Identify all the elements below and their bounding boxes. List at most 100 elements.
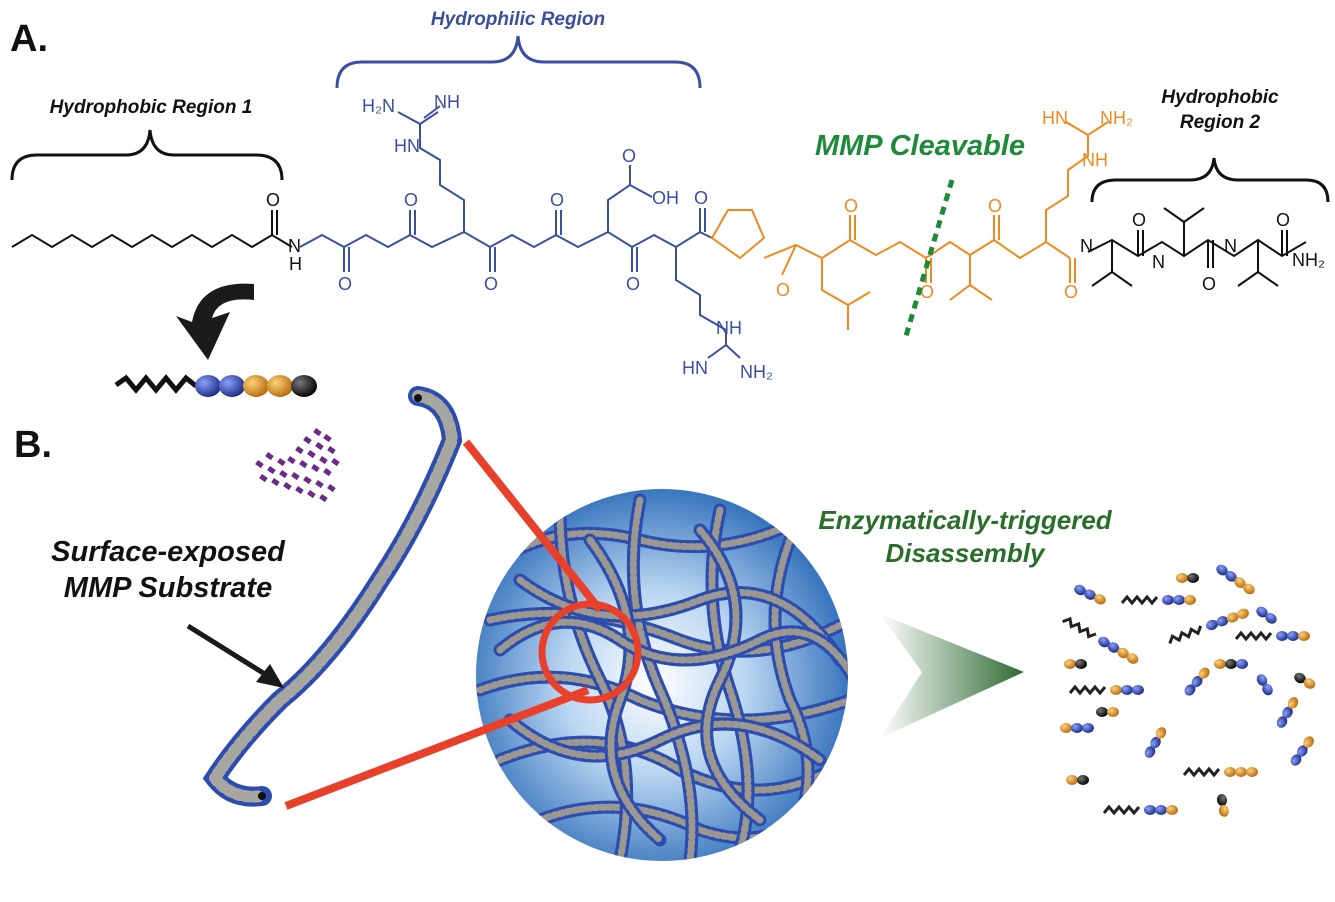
monomer-bead (1166, 805, 1178, 815)
monomer (1144, 727, 1167, 758)
monomer-bead (1287, 697, 1299, 709)
guanidine-bond-orange (1065, 121, 1089, 136)
monomer-bead (1262, 683, 1273, 696)
leucine-branch (847, 291, 871, 306)
nh-bottom: NH (716, 318, 742, 338)
heart-dot (323, 468, 332, 477)
atom-labels-black: O N H O O O N N N NH₂ (266, 190, 1325, 294)
cleavage-site-line (903, 179, 955, 337)
monomer-bead (1064, 659, 1076, 669)
monomer-bead (1243, 583, 1255, 595)
monomer-bead (1216, 616, 1229, 627)
heart-dot (313, 428, 322, 437)
heart-dot (319, 494, 328, 503)
monomer-bead (1098, 636, 1110, 648)
heart-dot (327, 483, 336, 493)
atom-o: O (622, 146, 636, 166)
heart-dot (291, 472, 300, 481)
heart-dot (315, 480, 324, 489)
monomer-bead (1121, 685, 1133, 695)
heart-dot (311, 464, 320, 473)
chevron-arrow-icon (880, 614, 1024, 738)
monomer-bead (1290, 754, 1302, 766)
surface-fiber-stripe (207, 390, 459, 803)
sphere-fiber-stripe (476, 673, 848, 724)
monomer-tail (1182, 766, 1221, 778)
monomers (1060, 564, 1316, 817)
atom-o: O (484, 274, 498, 294)
monomer-bead (1077, 775, 1089, 785)
monomer-bead (1176, 573, 1188, 583)
heart-dot (267, 466, 276, 475)
monomer-bead (1276, 716, 1288, 728)
trigger-line2: Disassembly (885, 537, 1045, 568)
sphere-fiber-stripe (771, 536, 812, 824)
atom-o: O (988, 196, 1002, 216)
monomer-bead (1298, 631, 1310, 641)
surface-line2: MMP Substrate (63, 572, 273, 605)
hydrophobic1-bracket (10, 129, 284, 181)
monomer (1294, 672, 1316, 689)
lens-line-top (462, 439, 604, 613)
monomer-tail (1102, 804, 1141, 816)
atom-n: N (1152, 252, 1165, 272)
cleavable-carbonyls (781, 215, 1076, 283)
atom-h: H (289, 254, 302, 274)
monomer-bead (1276, 631, 1288, 641)
bead-chain (195, 375, 317, 397)
panel-a-label: A. (10, 18, 48, 60)
monomer-bead (1155, 805, 1167, 815)
guanidine-bond-3 (707, 344, 727, 359)
monomer-bead (1150, 736, 1161, 749)
monomer-tail (1062, 616, 1097, 639)
hydrophilic-backbone (299, 230, 713, 249)
monomer (1216, 564, 1255, 595)
hydrophilic-region-label: Hydrophilic Region (430, 9, 606, 30)
monomer-bead (1235, 767, 1247, 777)
heart-dot (323, 434, 332, 443)
monomer-bead (1096, 707, 1108, 717)
atom-o: O (626, 274, 640, 294)
monomer-bead (1256, 674, 1268, 686)
monomer-bead (1187, 573, 1199, 583)
nh2-end: NH₂ (1292, 250, 1325, 270)
hydrophobic2-bracket (1090, 157, 1330, 203)
monomer (1168, 608, 1249, 645)
monomer-bead (1218, 804, 1229, 817)
atom-o: O (1202, 274, 1216, 294)
monomer (1214, 659, 1248, 669)
h2n-top: H₂N (362, 96, 395, 116)
oh-label: OH (652, 188, 679, 208)
monomer-bead (1144, 805, 1156, 815)
hydrophilic-carbonyls (343, 208, 706, 272)
monomer-bead (1303, 736, 1314, 748)
alkyl-tail (11, 233, 293, 249)
lens-line-bottom (284, 686, 590, 810)
hydrophobic2-backbone (1087, 238, 1307, 258)
hydrophobic1-region-label: Hydrophobic Region 1 (49, 97, 253, 118)
heart-dot (299, 460, 308, 469)
monomer-bead (1107, 642, 1120, 653)
monomer-bead (1225, 570, 1237, 582)
hn-orange: HN (1042, 108, 1068, 128)
hydrophobic2-line2: Region 2 (1179, 111, 1261, 133)
aspartate-sidechain (607, 165, 631, 232)
monomer-bead (1132, 685, 1144, 695)
atom-o: O (404, 190, 418, 210)
monomer (1216, 794, 1229, 817)
monomer (1074, 584, 1106, 605)
monomer-bead (1216, 794, 1228, 806)
monomer-bead (1117, 647, 1129, 659)
heart-dot (307, 450, 316, 459)
monomer (1062, 616, 1139, 664)
monomer (1120, 594, 1196, 606)
monomer-bead (1066, 775, 1078, 785)
monomer-bead (1265, 612, 1277, 624)
monomer-tail (1168, 625, 1203, 645)
atom-o: O (844, 196, 858, 216)
atom-o: O (1132, 210, 1146, 230)
monomer-bead (1074, 584, 1086, 596)
hydrophobic2-carbonyls (1091, 207, 1288, 287)
heart-dot (287, 456, 296, 465)
